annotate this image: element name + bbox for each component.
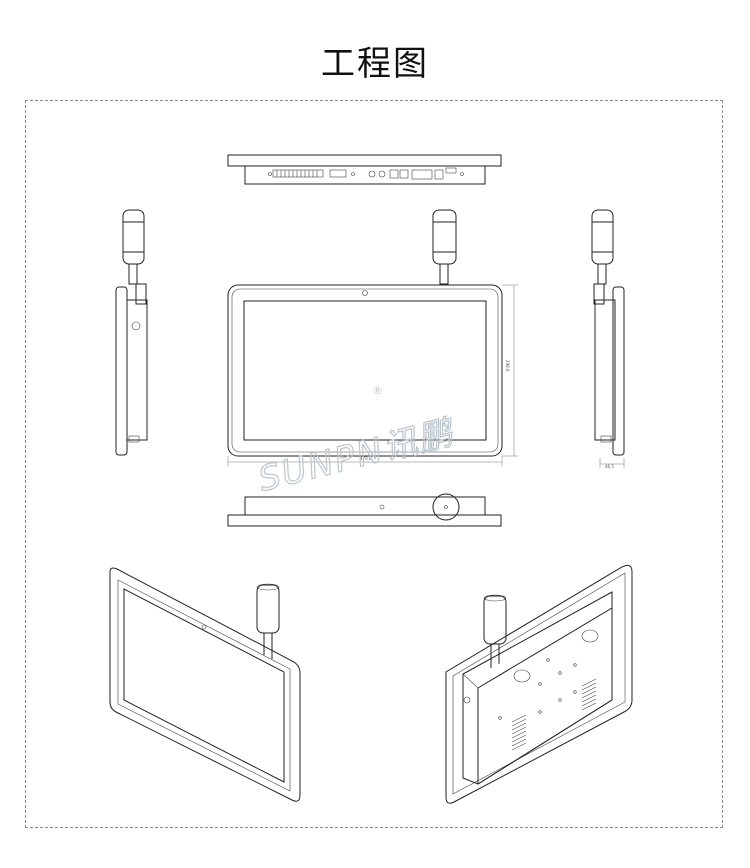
watermark-registered-mark: ® [372, 384, 383, 397]
isometric-front-view [109, 567, 301, 802]
drawing-frame [25, 100, 723, 828]
page-title: 工程图 [321, 44, 429, 84]
svg-text:470.0: 470.0 [360, 456, 372, 461]
bottom-view [227, 493, 502, 527]
watermark-logo: SUNPN讯鹏 [255, 412, 460, 499]
left-side-view [115, 209, 148, 456]
svg-text:46.5: 46.5 [605, 464, 614, 469]
top-view [227, 154, 502, 185]
front-view: 470.0 298.0 [227, 209, 518, 466]
isometric-back-view [445, 564, 633, 804]
right-side-view: 46.5 [591, 209, 625, 469]
svg-text:298.0: 298.0 [505, 360, 510, 372]
